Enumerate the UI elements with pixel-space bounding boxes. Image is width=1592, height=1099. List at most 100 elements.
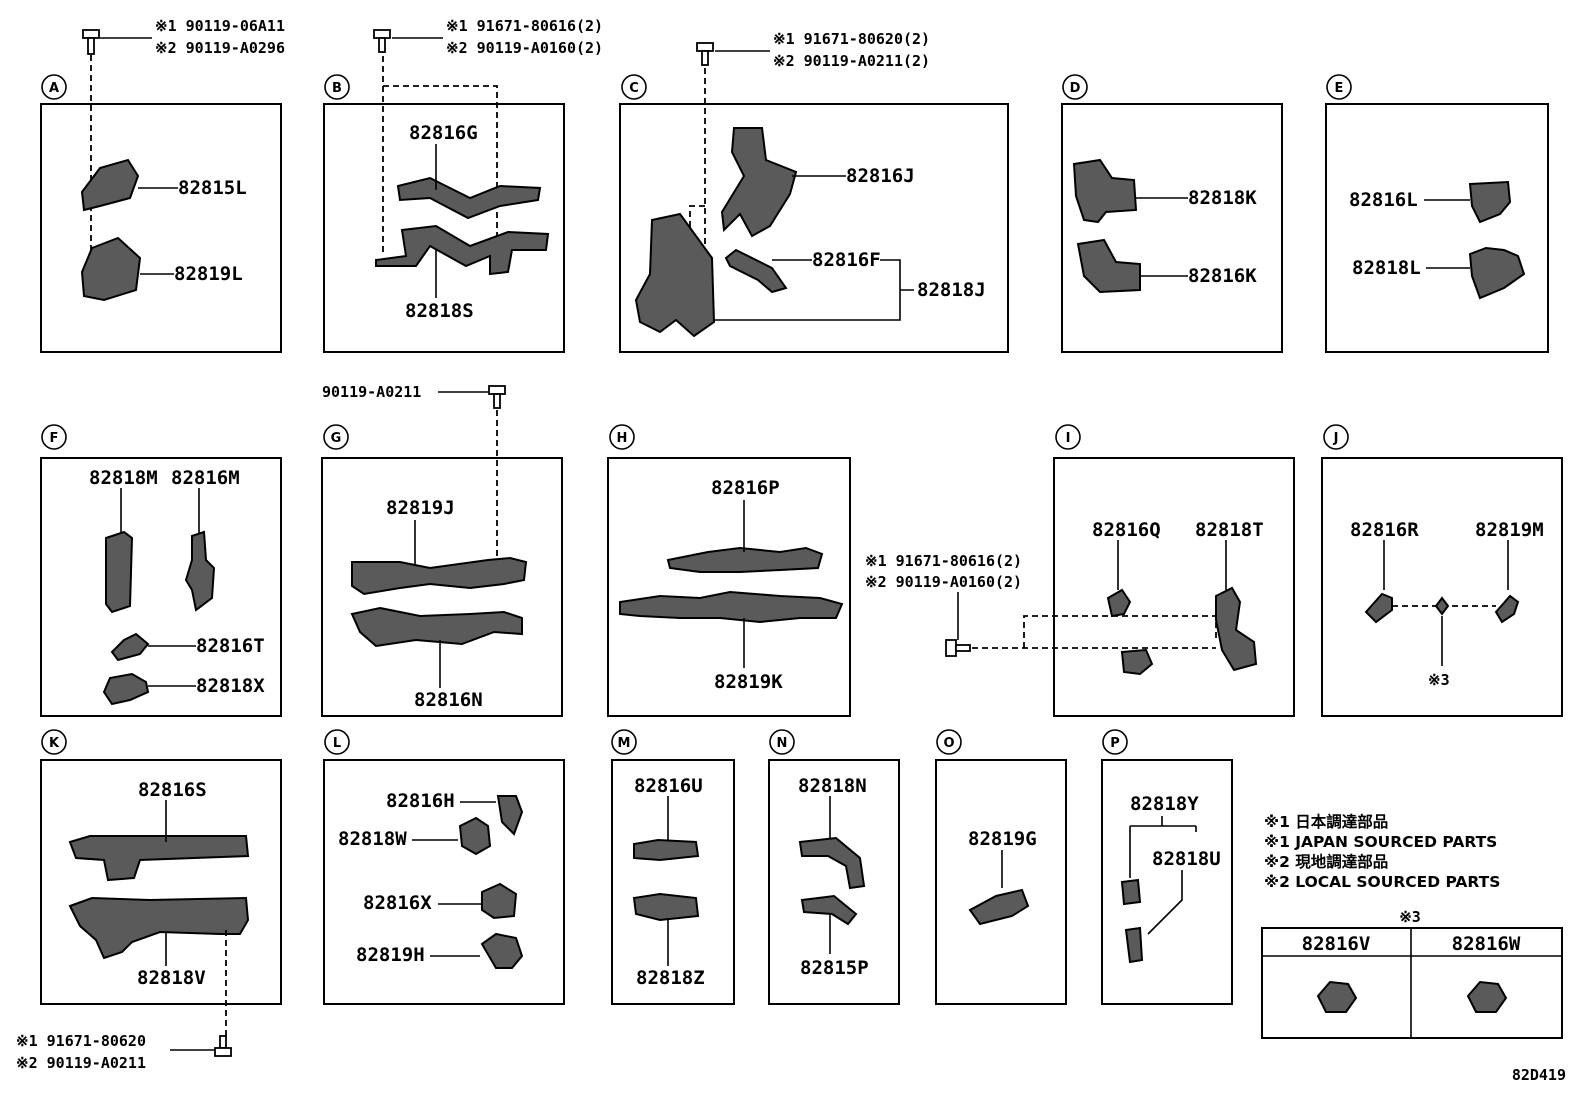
panel-k-letter: K [49,736,60,751]
table-col-82816w: 82816W [1452,933,1521,955]
panel-o-frame [935,759,1067,1005]
panel-d-frame [1061,103,1283,353]
part-82819j: 82819J [386,497,455,519]
fastener-g-1: 90119-A0211 [322,383,421,401]
panel-h: H 82816P 82819K [607,424,851,717]
variant-table: ※3 82816V 82816W [1261,908,1563,1039]
fastener-a-2: ※2 90119-A0296 [155,39,285,57]
part-82818m: 82818M [89,467,158,489]
table-frame [1261,927,1563,1039]
panel-m: M 82816U 82818Z [611,729,735,1005]
fastener-k-1: ※1 91671-80620 [16,1032,146,1050]
fastener-c-1: ※1 91671-80620(2) [773,30,930,48]
panel-d-letter: D [1070,81,1081,96]
panel-n-letter: N [777,736,788,751]
bracket-icon [68,896,250,960]
panel-k: K 82816S 82818V ※1 91671-80620 ※2 90119-… [16,729,282,1072]
clip-icon [1106,588,1132,618]
bracket-icon [724,248,788,294]
part-82819l: 82819L [174,263,243,285]
drawing-id: 82D419 [1512,1066,1566,1084]
fastener-i-1: ※1 91671-80616(2) [865,552,1022,570]
panel-g: G 90119-A0211 82819J 82816N [321,383,563,717]
panel-e-frame [1325,103,1549,353]
bracket-icon [68,835,250,882]
legend-line-4: ※2 LOCAL SOURCED PARTS [1264,873,1500,891]
panel-a-frame [40,103,282,353]
part-82816q: 82816Q [1092,519,1161,541]
panel-f-frame [40,457,282,717]
clip-icon [1120,648,1154,676]
panel-p-frame [1101,759,1233,1005]
panel-a-badge [41,74,67,100]
panel-m-letter: M [618,736,631,751]
panel-n-badge [769,729,795,755]
panel-b-letter: B [332,81,342,96]
part-82816h: 82816H [386,790,455,812]
panel-b-badge [324,74,350,100]
part-82816j: 82816J [846,165,915,187]
part-82818v: 82818V [137,967,206,989]
bolt-icon [945,639,971,657]
clip-icon [480,932,524,969]
panel-i-frame [1053,457,1295,717]
table-mark: ※3 [1399,908,1421,926]
part-82815p: 82815P [800,957,869,979]
panel-j-frame [1321,457,1563,717]
panel-i: I ※1 91671-80616(2) ※2 90119-A0160(2) 82… [865,424,1295,717]
clip-icon [1466,980,1508,1013]
bracket-icon [968,888,1030,926]
nut-icon [1434,596,1450,616]
panel-o-letter: O [943,736,954,751]
part-82816g: 82816G [409,122,478,144]
panel-j-letter: J [1333,431,1339,446]
clip-icon [1316,980,1358,1013]
fastener-b-1: ※1 91671-80616(2) [446,17,603,35]
clip-icon [1494,594,1520,624]
part-82816u: 82816U [634,775,703,797]
panel-b: B ※1 91671-80616(2) ※2 90119-A0160(2) 82… [323,17,603,353]
bracket-icon [619,590,844,624]
clip-icon [1120,878,1142,906]
part-82819h: 82819H [356,944,425,966]
part-82818z: 82818Z [636,967,705,989]
table-col-82816v: 82816V [1302,933,1371,955]
part-82816m: 82816M [171,467,240,489]
part-82819k: 82819K [714,671,783,693]
bolt-icon [214,1035,232,1057]
panel-e-letter: E [1335,81,1344,96]
panel-p-letter: P [1110,736,1120,751]
panel-h-letter: H [617,431,628,446]
clip-icon [481,882,518,920]
part-82815l: 82815L [178,177,247,199]
bolt-icon [82,29,100,55]
bracket-icon [1072,158,1138,224]
panel-o: O 82819G [935,729,1067,1005]
part-82818w: 82818W [338,828,407,850]
panel-d: D 82818K 82816K [1061,74,1283,353]
fastener-i-2: ※2 90119-A0160(2) [865,573,1022,591]
panel-a: A ※1 90119-06A11 ※2 90119-A0296 82815L 8… [40,17,285,353]
part-82818y: 82818Y [1130,793,1199,815]
part-82816f: 82816F [812,249,881,271]
legend-line-2: ※1 JAPAN SOURCED PARTS [1264,833,1497,851]
part-82818s: 82818S [405,300,474,322]
fastener-c-2: ※2 90119-A0211(2) [773,52,930,70]
panel-o-badge [936,729,962,755]
panel-g-letter: G [331,431,342,446]
clip-icon [1364,592,1393,624]
fastener-b-2: ※2 90119-A0160(2) [446,39,603,57]
bracket-icon [1076,238,1141,294]
part-82816r: 82816R [1350,519,1419,541]
panel-h-frame [607,457,851,717]
part-82819m: 82819M [1475,519,1544,541]
bracket-icon [666,546,824,573]
part-82816s: 82816S [138,779,207,801]
panel-f: F 82818M 82816M 82816T 82818X [40,424,282,717]
part-82816n: 82816N [414,689,483,711]
panel-p: P 82818Y 82818U [1101,729,1233,1005]
panel-c-badge [621,74,647,100]
bracket-icon [110,632,150,662]
bolt-icon [488,385,506,409]
